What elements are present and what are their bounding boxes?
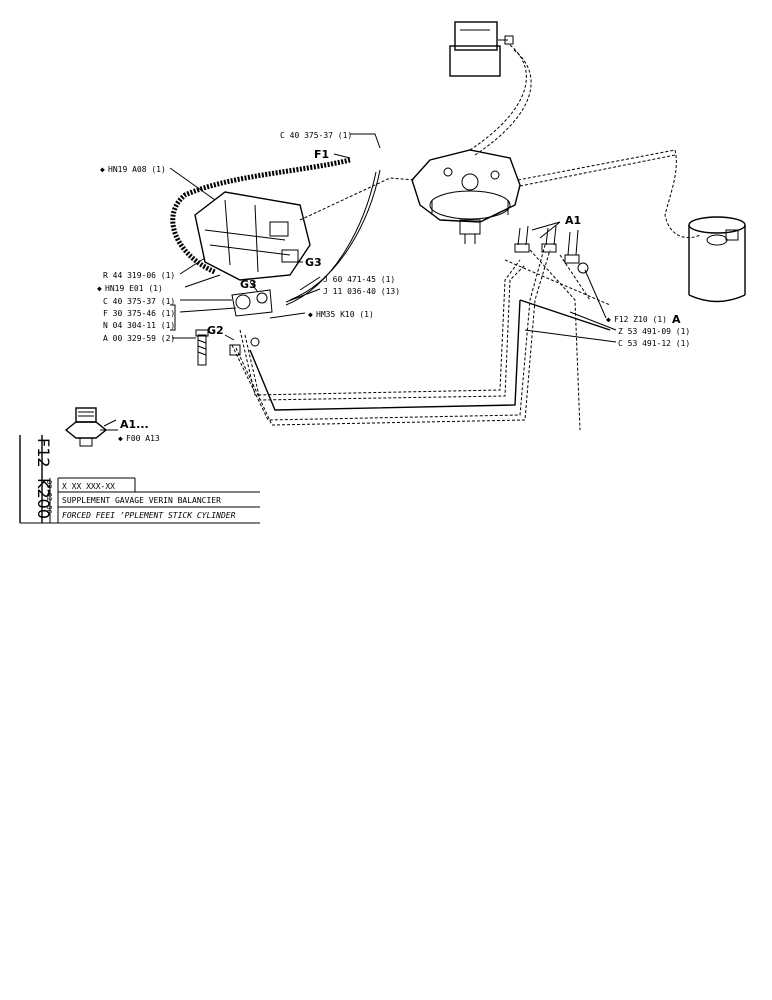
diamond-icon: ◆: [606, 315, 611, 324]
label-f00-a13: F00 A13: [126, 434, 160, 443]
label-c53-491-12: C 53 491-12 (1): [618, 339, 690, 348]
hydraulic-tank: [688, 216, 746, 303]
label-hm35-k10: HM35 K10 (1): [316, 310, 374, 319]
diamond-icon: ◆: [308, 310, 313, 319]
label-z53-491-09: Z 53 491-09 (1): [618, 327, 690, 336]
drawing-date: 09-02-86: [45, 480, 53, 514]
label-g3-right: G3: [305, 256, 322, 269]
hydraulic-pump: [411, 149, 521, 244]
title-french: SUPPLEMENT GAVAGE VERIN BALANCIER: [62, 496, 221, 505]
control-valve-block: [194, 191, 311, 317]
pipe-lines: [231, 44, 701, 431]
fitting-g2: [229, 337, 260, 356]
title-english: FORCED FEEI ’PPLEMENT STICK CYLINDER: [62, 511, 236, 520]
solenoid-coil: [449, 21, 514, 77]
diamond-icon: ◆: [100, 165, 105, 174]
leader-lines: [103, 133, 617, 427]
label-a00-329-59: A 00 329-59 (2): [103, 334, 175, 343]
label-j11-036-40: J 11 036-40 (13): [323, 287, 400, 296]
callout-labels: C 40 375-37 (1) F1 ◆ HN19 A08 (1) R 44 3…: [97, 131, 690, 443]
label-c40-375-37-top: C 40 375-37 (1): [280, 131, 352, 140]
diamond-icon: ◆: [97, 284, 102, 293]
label-f12-z10: F12 Z10 (1): [614, 315, 667, 324]
label-f12-z10-a: A: [672, 313, 681, 326]
fittings-a1: [514, 225, 589, 274]
label-g2: G2: [207, 324, 224, 337]
side-code-k200: K200: [34, 478, 53, 519]
braided-hose: [170, 157, 351, 275]
label-f30-375-46: F 30 375-46 (1): [103, 309, 175, 318]
label-a1-top: A1: [565, 214, 581, 227]
label-hn19-a08: HN19 A08 (1): [108, 165, 166, 174]
label-n04-304-11: N 04 304-11 (1): [103, 321, 175, 330]
label-j60-471-45: J 60 471-45 (1): [323, 275, 395, 284]
label-hn19-e01: HN19 E01 (1): [105, 284, 163, 293]
label-a1-detail: A1...: [120, 418, 149, 431]
ref-code: X XX XXX-XX: [62, 482, 115, 491]
label-r44-319-06: R 44 319-06 (1): [103, 271, 175, 280]
title-block: F12 K200 09-02-86 X XX XXX-XX SUPPLEMENT…: [19, 435, 260, 524]
side-code-f12: F12: [34, 438, 53, 468]
label-f1: F1: [314, 148, 329, 161]
detail-a1-pressure-switch: [64, 407, 118, 447]
diamond-icon: ◆: [118, 434, 123, 443]
label-c40-375-37-mid: C 40 375-37 (1): [103, 297, 175, 306]
bolt-part: [195, 329, 209, 366]
label-g3-left: G3: [240, 278, 257, 291]
